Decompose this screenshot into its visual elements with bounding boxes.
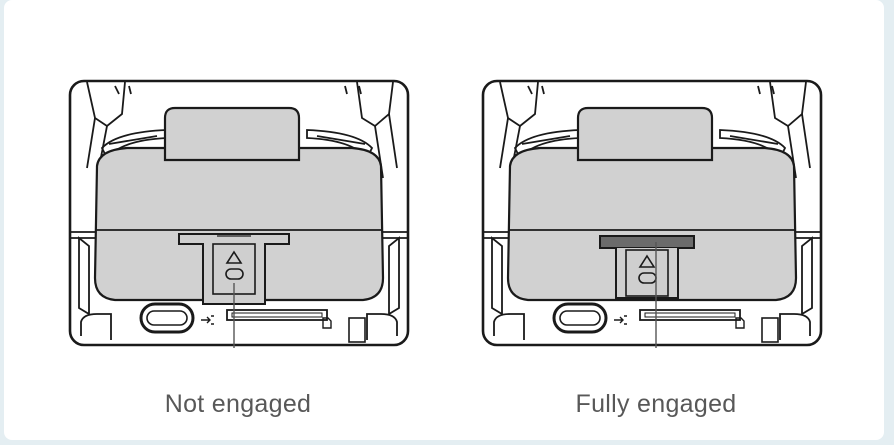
cartridge-body <box>506 146 798 302</box>
caption-fully-engaged: Fully engaged <box>575 390 737 418</box>
top-tab <box>163 106 301 162</box>
card-slot-icon <box>226 309 328 321</box>
latch-pill-icon <box>225 268 244 280</box>
card-slot-icon <box>639 309 741 321</box>
top-tab <box>576 106 714 162</box>
usb-symbol-icon <box>201 315 214 325</box>
bottom-ports <box>493 302 811 343</box>
usb-c-port-icon <box>139 302 195 334</box>
warning-triangle-icon <box>638 254 656 268</box>
figure-sheet: Not engaged Fully engaged <box>4 0 884 440</box>
latch-slider-not-engaged <box>178 233 290 305</box>
panel-not-engaged <box>67 78 412 348</box>
panel-fully-engaged <box>480 78 825 348</box>
sd-card-icon <box>735 317 745 329</box>
sd-card-icon <box>322 317 332 329</box>
latch-slider-fully-engaged <box>599 235 695 299</box>
engaged-slot <box>599 235 695 249</box>
bottom-ports <box>80 302 398 343</box>
warning-triangle-icon <box>225 250 243 264</box>
usb-c-port-icon <box>552 302 608 334</box>
cartridge-body <box>93 146 385 302</box>
device-drawing-fully-engaged <box>481 79 823 348</box>
device-drawing-not-engaged <box>68 79 410 348</box>
usb-symbol-icon <box>614 315 627 325</box>
caption-not-engaged: Not engaged <box>164 390 312 418</box>
